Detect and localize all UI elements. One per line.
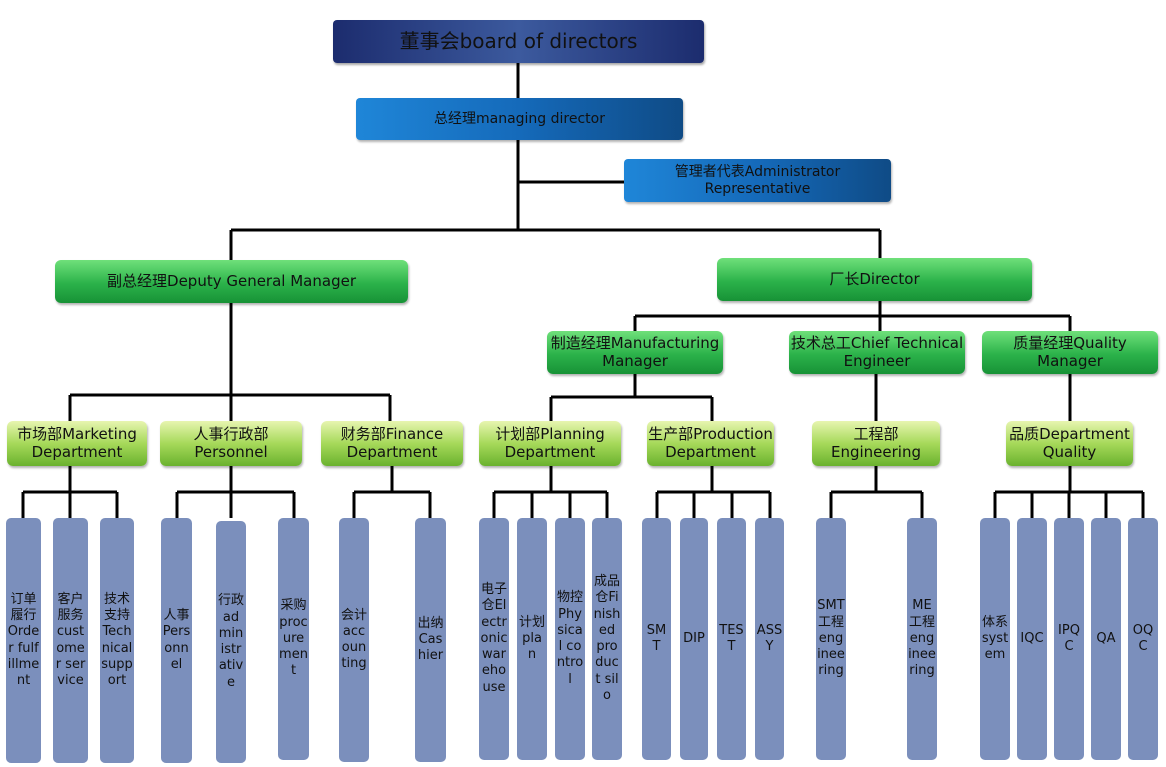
leaf-administrative: 行政administrative: [216, 521, 246, 763]
leaf-dip: DIP: [680, 518, 708, 760]
leaf-customer-service: 客户服务customer service: [53, 518, 88, 763]
leaf-iqc: IQC: [1017, 518, 1047, 760]
leaf-cashier: 出纳Cashier: [415, 518, 446, 762]
managing-director-node: 总经理managing director: [356, 98, 683, 140]
planning-department-node: 计划部Planning Department: [479, 421, 621, 466]
engineering-department-node: 工程部 Engineering: [812, 421, 940, 466]
quality-manager-node: 质量经理Quality Manager: [982, 331, 1158, 374]
leaf-technical-support: 技术支持Technical support: [100, 518, 134, 763]
leaf-accounting: 会计accounting: [339, 518, 369, 762]
leaf-ipqc: IPQC: [1054, 518, 1084, 760]
chief-technical-engineer-node: 技术总工Chief Technical Engineer: [789, 331, 965, 374]
leaf-order-fulfillment: 订单履行Order fulfillment: [6, 518, 41, 763]
leaf-plan: 计划plan: [517, 518, 547, 760]
leaf-smt: SMT: [642, 518, 671, 760]
finance-department-node: 财务部Finance Department: [321, 421, 463, 466]
production-department-node: 生产部Production Department: [647, 421, 774, 466]
leaf-test: TEST: [717, 518, 746, 760]
leaf-physical-control: 物控Physical control: [555, 518, 585, 760]
leaf-me-engineering: ME工程engineering: [907, 518, 937, 760]
deputy-general-manager-node: 副总经理Deputy General Manager: [55, 260, 408, 303]
leaf-finished-product-silo: 成品仓Finished product silo: [592, 518, 622, 760]
leaf-procurement: 采购procurement: [278, 518, 309, 760]
personnel-department-node: 人事行政部 Personnel: [160, 421, 302, 466]
quality-department-node: 品质Department Quality: [1006, 421, 1133, 466]
leaf-system: 体系system: [980, 518, 1010, 760]
board-of-directors-node: 董事会board of directors: [333, 20, 704, 63]
leaf-oqc: OQC: [1128, 518, 1158, 760]
leaf-personnel: 人事Personnel: [161, 518, 192, 763]
leaf-electronic-warehouse: 电子仓Electronic warehouse: [479, 518, 509, 760]
leaf-assy: ASSY: [755, 518, 784, 760]
leaf-qa: QA: [1091, 518, 1121, 760]
director-node: 厂长Director: [717, 258, 1032, 301]
marketing-department-node: 市场部Marketing Department: [7, 421, 147, 466]
manufacturing-manager-node: 制造经理Manufacturing Manager: [547, 331, 723, 374]
administrator-representative-node: 管理者代表Administrator Representative: [624, 159, 891, 202]
leaf-smt-engineering: SMT工程engineering: [816, 518, 846, 760]
